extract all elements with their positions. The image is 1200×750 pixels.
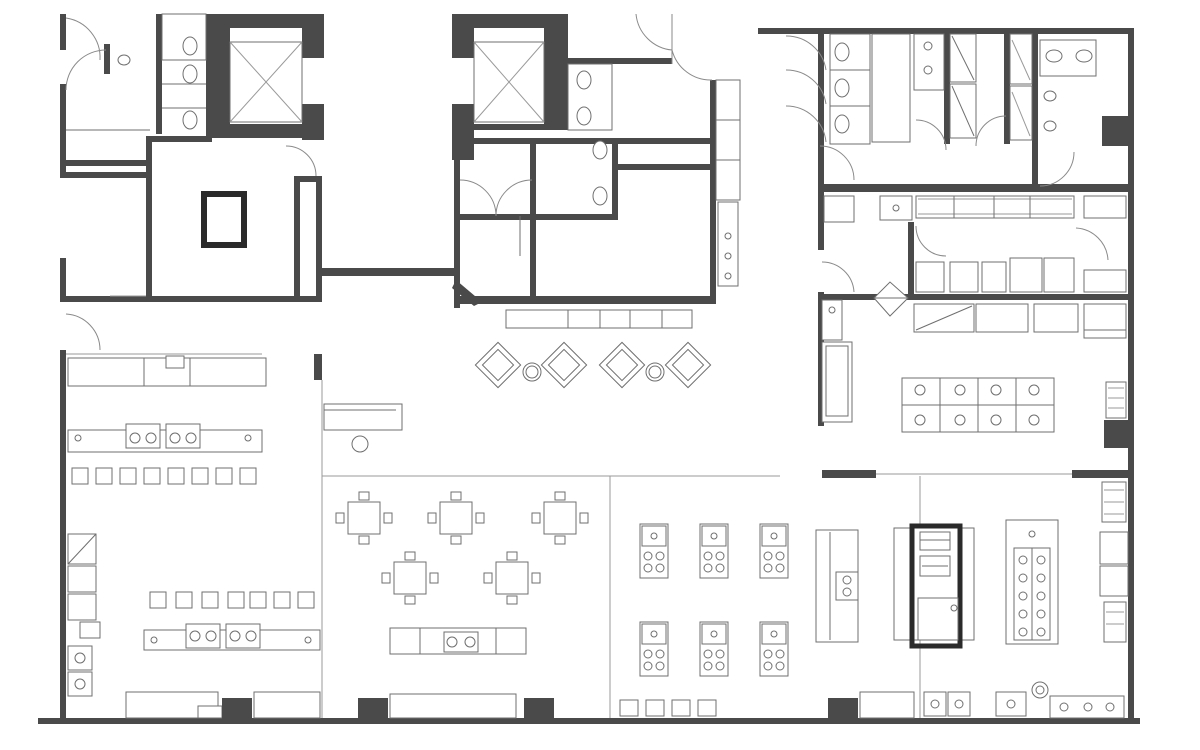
center-core [452, 13, 741, 329]
cooking-station [759, 621, 789, 677]
toilet [182, 110, 198, 130]
toilet [592, 140, 608, 160]
dining-area [335, 491, 589, 720]
toilet [834, 114, 850, 134]
cooking-station [699, 523, 729, 579]
sink [1045, 49, 1063, 63]
chair [351, 435, 369, 453]
lounge-chair [474, 341, 522, 389]
main-kitchen [821, 299, 1132, 448]
toilet [592, 186, 608, 206]
dining-table [381, 551, 439, 605]
toilet [834, 42, 850, 62]
dish-station [909, 523, 963, 649]
toilet [576, 70, 592, 90]
sink [1043, 120, 1057, 132]
lounge-chair [664, 341, 712, 389]
upper-right-restrooms [785, 28, 1134, 192]
cooking-station [759, 523, 789, 579]
prep-kitchen [818, 190, 1134, 426]
cooking-station [699, 621, 729, 677]
bar-counter [67, 429, 263, 453]
lounge-seating [474, 341, 712, 389]
cooking-station [639, 523, 669, 579]
right-lower-equipment [893, 481, 1129, 719]
bar-stools-lower [149, 591, 315, 609]
floor-drain [1031, 681, 1049, 699]
host-desk [323, 403, 403, 431]
left-core [60, 13, 324, 351]
reception-counter [505, 309, 693, 329]
fan-icon [873, 281, 909, 317]
left-bar-area [66, 353, 321, 720]
sink [1075, 49, 1093, 63]
sink [1043, 90, 1057, 102]
toilet [576, 106, 592, 126]
cooking-station [639, 621, 669, 677]
dining-table [483, 551, 541, 605]
corridor-wall [322, 268, 458, 276]
lounge-chair [540, 341, 588, 389]
dining-table [335, 491, 393, 545]
dining-table [427, 491, 485, 545]
dining-table [531, 491, 589, 545]
sink [117, 54, 131, 66]
toilet [834, 78, 850, 98]
toilet [182, 36, 198, 56]
bar-stools-upper [71, 467, 257, 485]
toilet [182, 64, 198, 84]
lounge-chair [598, 341, 646, 389]
cooking-stations [619, 523, 915, 720]
